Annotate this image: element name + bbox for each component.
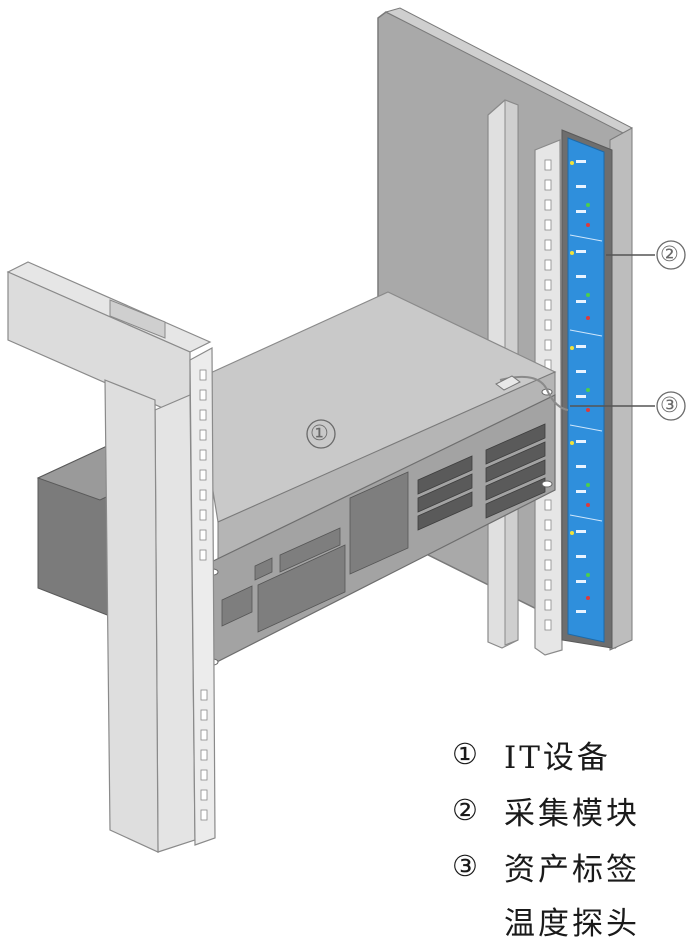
asset-tag-cable (499, 376, 569, 411)
callout-tag: ③ (660, 393, 679, 417)
legend-item-device: ① IT设备 (452, 726, 692, 782)
legend-item-tag-cont: 温度探头 (504, 905, 640, 942)
callout-module: ② (660, 242, 679, 266)
legend-text: 资产标签 (504, 851, 640, 888)
legend-item-tag: ③ 资产标签 (452, 838, 692, 894)
legend: ① IT设备 ② 采集模块 ③ 资产标签 温度探头 (452, 726, 692, 946)
callout-circles (306, 240, 686, 449)
asset-tag (495, 375, 521, 391)
legend-num: ① (452, 737, 481, 771)
callout-device: ① (310, 421, 329, 445)
legend-text: IT设备 (504, 739, 611, 776)
front-rack-frame (6, 261, 216, 853)
legend-num: ② (452, 793, 481, 827)
faceplate-panels (221, 471, 409, 633)
legend-num: ③ (452, 849, 481, 883)
legend-text: 采集模块 (504, 795, 640, 832)
drive-bays (417, 423, 546, 531)
it-device (194, 291, 569, 669)
acquisition-module-strip (561, 129, 613, 649)
callout-leaders (570, 254, 655, 407)
legend-item-module: ② 采集模块 (452, 782, 692, 838)
